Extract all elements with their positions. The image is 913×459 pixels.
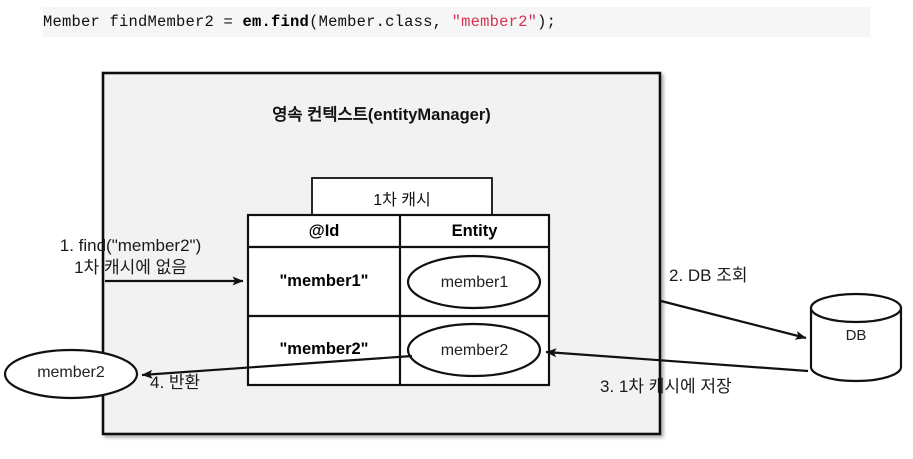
code-method-call: em.find — [242, 13, 310, 31]
database-label: DB — [845, 327, 867, 344]
table-cell-entity-row1: member1 — [440, 274, 509, 291]
step-4-label: 4. 반환 — [150, 373, 201, 392]
table-header-id: @Id — [308, 222, 340, 240]
step-1-label: 1. find("member2") 1차 캐시에 없음 — [23, 235, 238, 279]
arrow-step-4 — [141, 354, 413, 379]
code-args-open: (Member.class, — [309, 13, 452, 31]
first-level-cache-label: 1차 캐시 — [373, 192, 431, 209]
step-2-label: 2. DB 조회 — [669, 266, 748, 285]
step-3-label: 3. 1차 캐시에 저장 — [600, 377, 732, 396]
table-header-entity: Entity — [451, 222, 498, 240]
arrow-step-3 — [545, 348, 809, 373]
returned-entity-label: member2 — [37, 364, 105, 381]
database-cylinder — [809, 292, 903, 383]
code-prefix: Member findMember2 = — [43, 13, 243, 31]
entity-ellipse-member1 — [406, 254, 542, 310]
returned-entity-ellipse — [3, 348, 139, 400]
table-cell-entity-row2: member2 — [440, 342, 509, 359]
step-1-line-1: 1. find("member2") — [59, 236, 202, 255]
code-snippet: Member findMember2 = em.find(Member.clas… — [43, 7, 870, 37]
persistence-context-title: 영속 컨텍스트(entityManager) — [272, 106, 491, 124]
step-1-line-2: 1차 캐시에 없음 — [74, 258, 187, 278]
code-string-literal: "member2" — [451, 13, 538, 31]
arrow-step-2 — [660, 299, 807, 340]
table-cell-id-row1: "member1" — [279, 272, 369, 290]
code-args-close: ); — [537, 13, 557, 31]
entity-ellipse-member2 — [406, 322, 542, 378]
table-cell-id-row2: "member2" — [279, 340, 369, 358]
